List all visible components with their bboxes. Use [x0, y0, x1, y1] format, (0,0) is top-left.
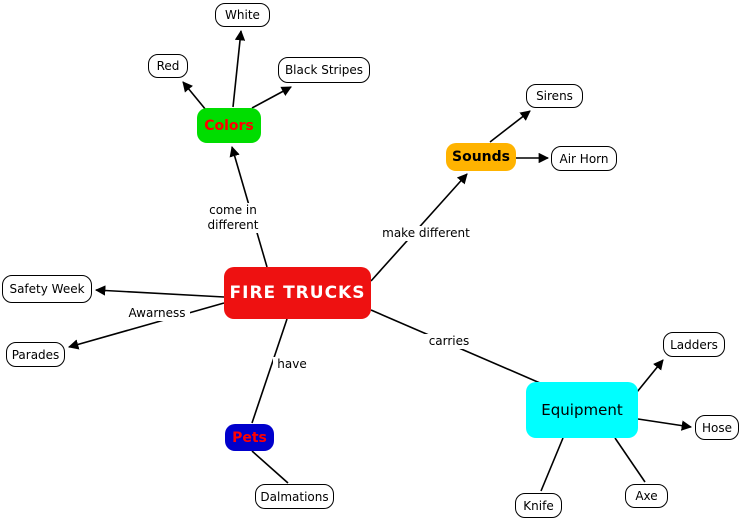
edge-label-come-in-different[interactable]: come in different: [198, 203, 268, 233]
node-sirens[interactable]: Sirens: [526, 84, 583, 108]
edge-colors-black-stripes: [251, 86, 292, 109]
node-red[interactable]: Red: [148, 54, 188, 78]
node-dalmations[interactable]: Dalmations: [255, 484, 334, 509]
edge-label-carries[interactable]: carries: [423, 334, 475, 349]
edge-equipment-ladders: [636, 359, 664, 393]
edge-colors-white: [232, 29, 246, 108]
node-hose[interactable]: Hose: [695, 415, 739, 440]
edge-equipment-hose: [637, 418, 693, 431]
edge-label-make-different[interactable]: make different: [377, 226, 475, 241]
node-equipment[interactable]: Equipment: [526, 382, 638, 438]
edge-fire-trucks-safety-week: [94, 285, 225, 298]
node-ladders[interactable]: Ladders: [663, 332, 725, 357]
edge-equipment-axe: [614, 437, 646, 483]
node-air-horn[interactable]: Air Horn: [551, 146, 617, 171]
edge-label-have[interactable]: have: [273, 357, 311, 372]
edge-colors-red: [182, 81, 207, 111]
edge-fire-trucks-parades: [67, 302, 225, 350]
edge-pets-dalmations: [251, 450, 289, 484]
node-sounds[interactable]: Sounds: [446, 143, 516, 171]
node-colors[interactable]: Colors: [197, 108, 261, 143]
edge-fire-trucks-pets: [251, 318, 288, 424]
node-white[interactable]: White: [215, 3, 270, 27]
node-safety-week[interactable]: Safety Week: [2, 275, 92, 303]
node-axe[interactable]: Axe: [625, 484, 668, 508]
node-black-stripes[interactable]: Black Stripes: [278, 57, 370, 83]
node-knife[interactable]: Knife: [515, 493, 562, 518]
node-fire-trucks[interactable]: FIRE TRUCKS: [224, 267, 371, 319]
node-parades[interactable]: Parades: [6, 342, 65, 367]
edge-sounds-sirens: [489, 110, 531, 143]
edge-label-awarness[interactable]: Awarness: [124, 306, 190, 321]
node-pets[interactable]: Pets: [225, 424, 274, 451]
edge-equipment-knife: [540, 437, 564, 492]
